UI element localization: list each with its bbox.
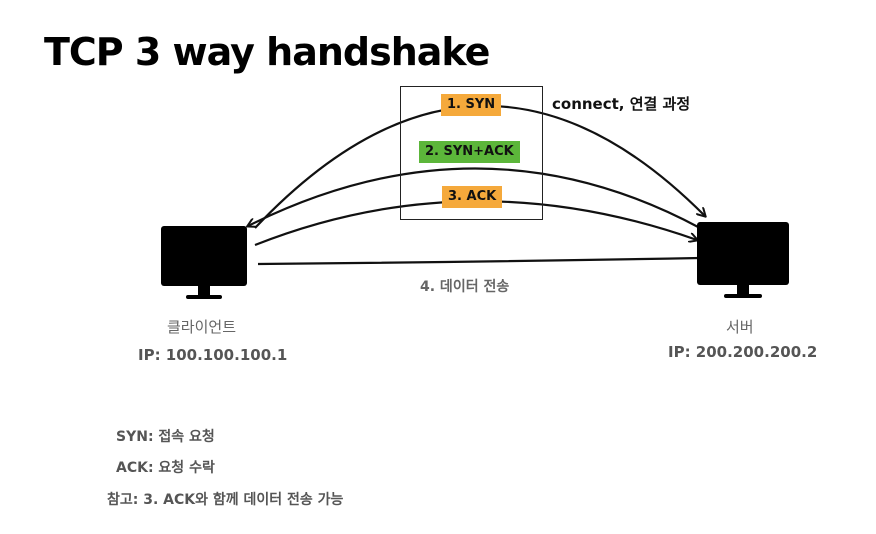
- syn-ack-tag: 2. SYN+ACK: [419, 141, 520, 163]
- syn-tag: 1. SYN: [441, 94, 502, 116]
- page-title: TCP 3 way handshake: [44, 30, 490, 74]
- syn-ack-arrow: [248, 167, 701, 229]
- data-arrow: [257, 256, 701, 266]
- ack-tag: 3. ACK: [442, 186, 503, 208]
- server-ip: IP: 200.200.200.2: [668, 343, 818, 361]
- data-transfer-label: 4. 데이터 전송: [420, 279, 510, 295]
- handshake-step-box: [400, 86, 543, 220]
- server-monitor-icon: [697, 222, 789, 300]
- legend-ack: ACK: 요청 수락: [116, 460, 215, 476]
- legend-note: 참고: 3. ACK와 함께 데이터 전송 가능: [107, 492, 344, 508]
- client-ip: IP: 100.100.100.1: [138, 346, 288, 364]
- legend-syn: SYN: 접속 요청: [116, 429, 215, 445]
- server-label: 서버: [726, 318, 754, 336]
- connect-note: connect, 연결 과정: [552, 95, 691, 113]
- client-monitor-icon: [161, 226, 247, 301]
- client-label: 클라이언트: [167, 318, 237, 336]
